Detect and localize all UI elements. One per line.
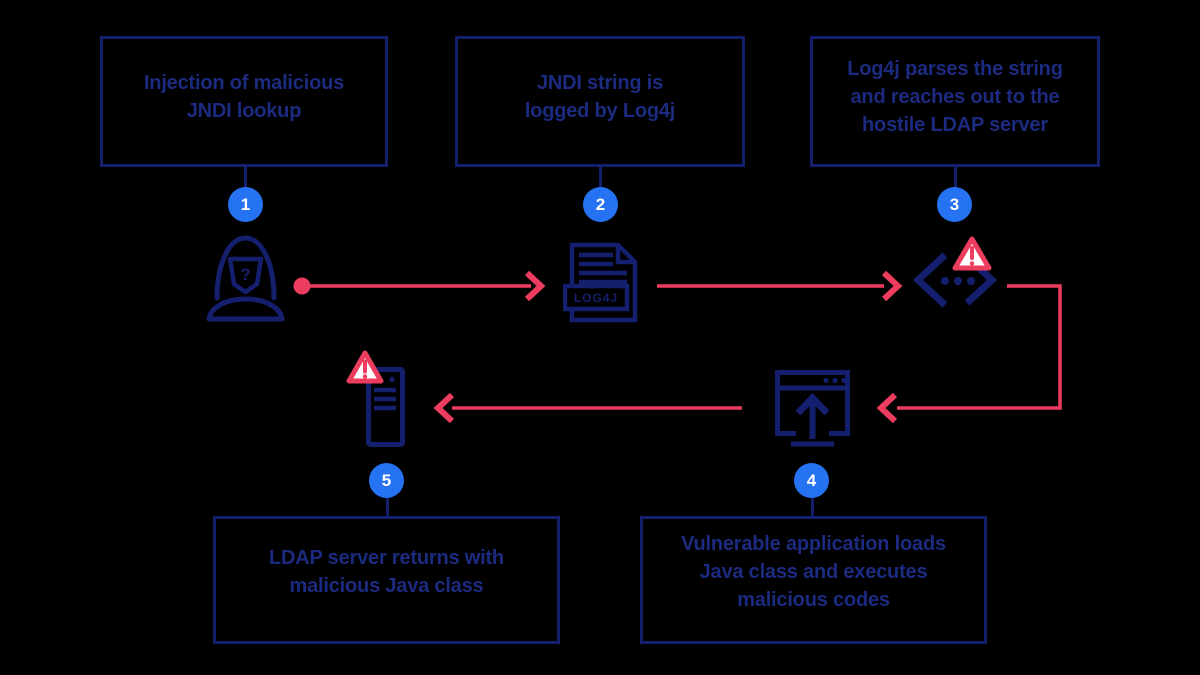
arrow-parser-to-app: [897, 284, 1062, 410]
browser-frame: [775, 370, 850, 436]
browser-titlebar-dot: [841, 377, 847, 384]
step-4-label: Vulnerable application loads Java class …: [681, 533, 946, 611]
code-warning-icon: [912, 236, 998, 308]
flow-start-dot: [293, 277, 311, 295]
code-dot: [941, 277, 949, 285]
warning-triangle-icon: [952, 236, 992, 271]
hacker-icon: ?: [206, 235, 285, 322]
step-box-1: Injection of malicious JNDI lookup: [100, 36, 388, 167]
step-badge-2: 2: [583, 187, 618, 222]
step-badge-5: 5: [369, 463, 404, 498]
step-badge-1: 1: [228, 187, 263, 222]
ldap-server-warning-icon: [346, 350, 405, 447]
hacker-hood: [214, 235, 277, 301]
arrowhead-left-3: [876, 392, 898, 424]
code-dot: [954, 277, 962, 285]
code-left-bracket: [912, 252, 948, 308]
hacker-question-mark: ?: [240, 265, 250, 284]
step-2-label: JNDI string is logged by Log4j: [524, 71, 676, 122]
upload-arrow-head: [795, 392, 830, 416]
browser-titlebar-dot: [832, 377, 838, 384]
hacker-shoulders: [206, 296, 285, 322]
warning-exclamation-dot: [362, 374, 368, 379]
step-badge-3: 3: [937, 187, 972, 222]
step-1-label: Injection of malicious JNDI lookup: [143, 71, 345, 122]
browser-upload-icon: [775, 370, 850, 447]
document-label-plate: [563, 283, 630, 312]
warning-triangle-icon: [346, 350, 384, 384]
document-fold-corner: [615, 245, 635, 265]
arrowhead-left-4: [433, 392, 455, 424]
step-3-label: Log4j parses the string and reaches out …: [847, 57, 1063, 136]
step-box-2: JNDI string is logged by Log4j: [455, 36, 745, 167]
step-box-5: LDAP server returns with malicious Java …: [213, 516, 560, 644]
hacker-face-mask: [227, 256, 264, 295]
log4j-file-label: LOG4J: [574, 291, 618, 305]
step-box-4: Vulnerable application loads Java class …: [640, 516, 987, 644]
server-tower: [366, 367, 405, 447]
warning-exclamation-dot: [969, 261, 975, 266]
arrowhead-right-1: [524, 270, 546, 302]
code-dot: [967, 277, 975, 285]
arrowhead-right-2: [881, 270, 903, 302]
step-box-3: Log4j parses the string and reaches out …: [810, 36, 1100, 167]
server-power-dot: [389, 376, 395, 383]
log4j-document-icon: LOG4J: [563, 242, 638, 323]
step-badge-4: 4: [794, 463, 829, 498]
browser-titlebar-dot: [823, 377, 829, 384]
step-5-label: LDAP server returns with malicious Java …: [269, 547, 504, 597]
